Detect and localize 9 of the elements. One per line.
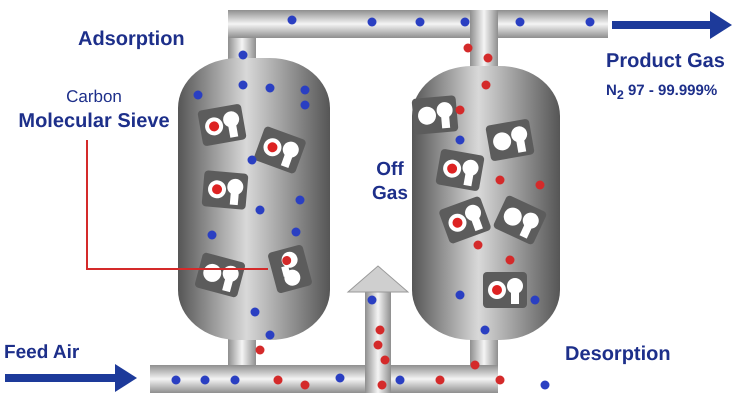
label-text: N$_{2}$ 97 - 99.999% bbox=[606, 82, 718, 102]
leader-line bbox=[86, 140, 268, 270]
label-text: Carbon bbox=[65, 86, 123, 108]
label-text: Adsorption bbox=[78, 28, 185, 51]
label-text: Off Gas bbox=[371, 158, 409, 206]
label-text: Product Gas bbox=[606, 50, 725, 73]
label-text: Feed Air bbox=[4, 342, 80, 364]
label-text: Molecular Sieve bbox=[17, 109, 171, 133]
label-text: Desorption bbox=[565, 343, 671, 366]
